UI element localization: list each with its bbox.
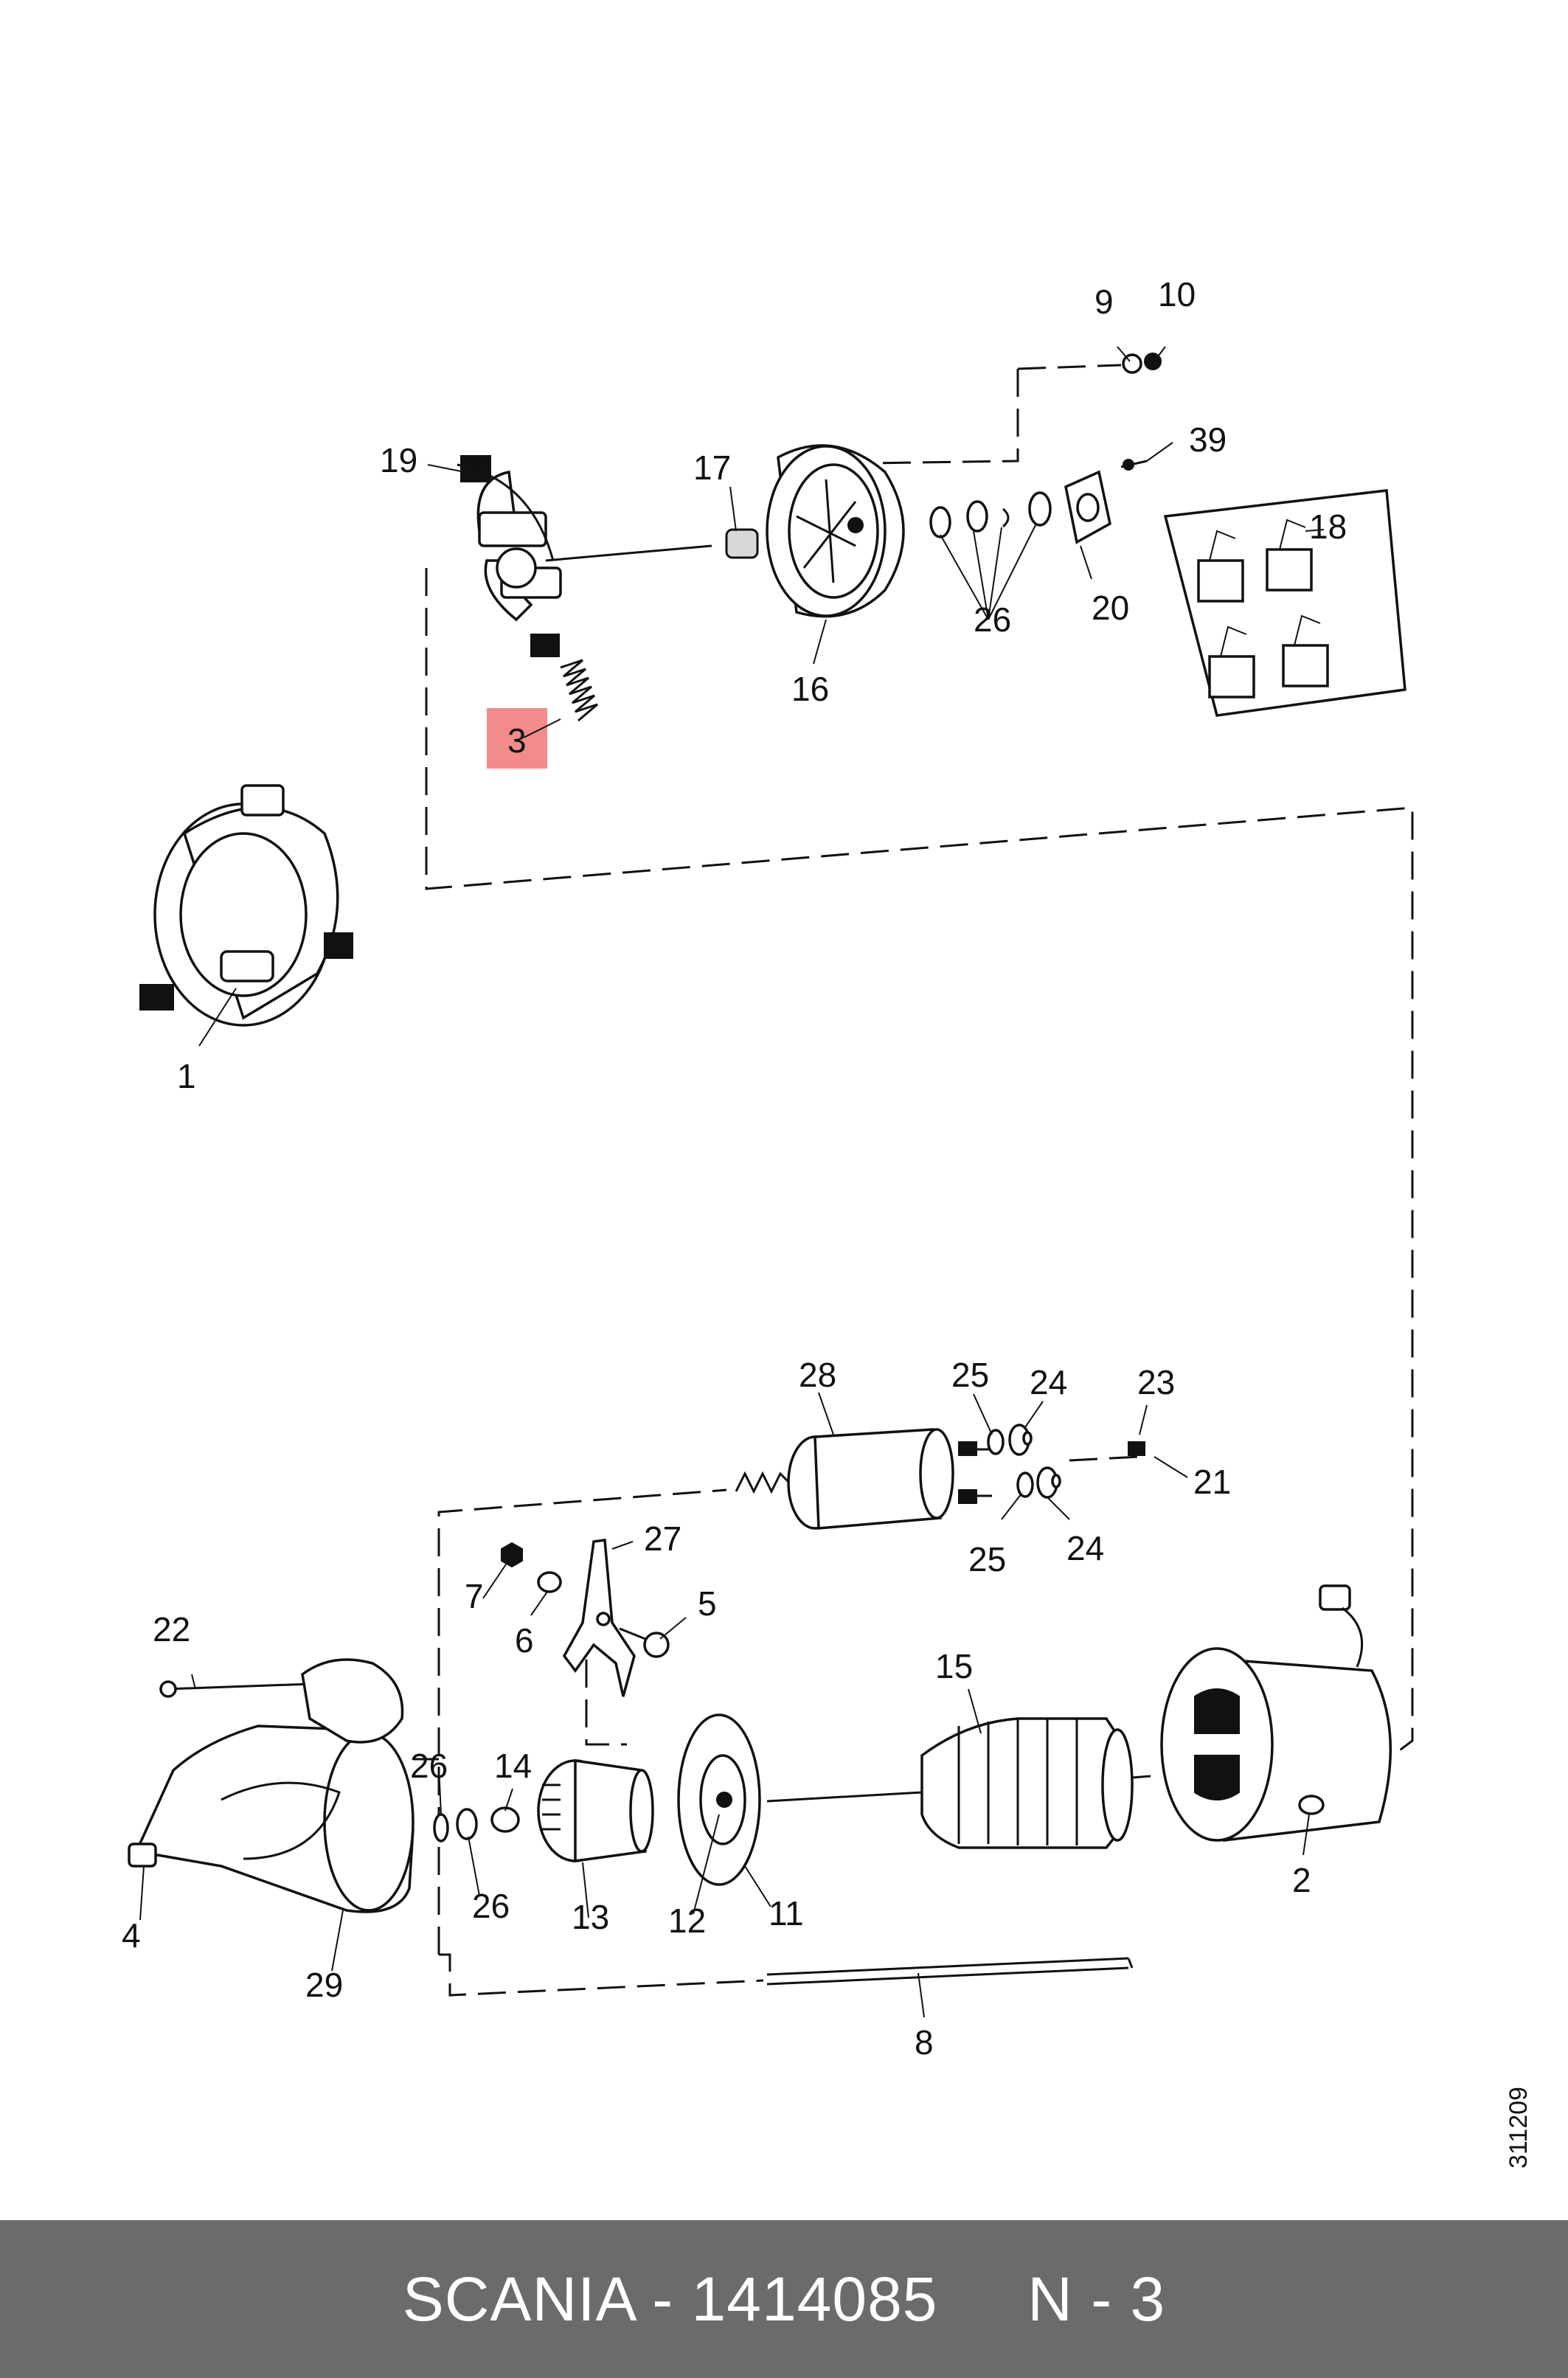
callout-18: 18 <box>1309 507 1347 546</box>
callout-2: 2 <box>1292 1861 1311 1899</box>
callout-25b: 25 <box>968 1540 1006 1578</box>
callout-21: 21 <box>1193 1463 1231 1501</box>
callout-7: 7 <box>465 1577 484 1615</box>
assembly-guide-lines <box>413 364 1414 1997</box>
callout-17: 17 <box>693 448 731 487</box>
solenoid-switch <box>735 1428 992 1530</box>
leader-lines <box>139 346 1325 2018</box>
pinion-drive <box>537 1758 654 1863</box>
brush-holder-assembly <box>139 784 353 1027</box>
callout-11: 11 <box>769 1894 804 1932</box>
washers-set <box>929 491 1052 538</box>
callout-22: 22 <box>153 1610 190 1649</box>
callout-12: 12 <box>668 1902 706 1940</box>
callout-8: 8 <box>915 2023 934 2062</box>
footer-bar: SCANIA - 1414085 N - 3 <box>0 2220 1568 2378</box>
spacer-washers <box>433 1806 520 1843</box>
intermediate-bearing <box>677 1713 761 1886</box>
callout-29: 29 <box>305 1966 343 2004</box>
brush-spring <box>560 659 598 722</box>
highlight-box <box>487 708 547 769</box>
callout-28: 28 <box>799 1356 836 1394</box>
callout-39: 39 <box>1189 420 1227 459</box>
callout-9: 9 <box>1095 282 1114 321</box>
callout-5: 5 <box>698 1584 717 1623</box>
nut-and-washer-9-10 <box>1122 353 1162 374</box>
exploded-parts-diagram: 1 2 3 4 5 6 7 8 9 10 11 12 13 14 15 16 1… <box>122 275 1414 2062</box>
callout-20: 20 <box>1092 589 1129 627</box>
bushing <box>725 528 759 559</box>
callout-14: 14 <box>494 1747 532 1785</box>
cover-plate <box>1064 470 1111 544</box>
callout-26c: 26 <box>472 1887 510 1925</box>
callout-13: 13 <box>572 1898 609 1936</box>
callout-24b: 24 <box>1066 1529 1104 1567</box>
screw-39 <box>1120 459 1148 471</box>
callout-labels: 1 2 3 4 5 6 7 8 9 10 11 12 13 14 15 16 1… <box>122 275 1347 2062</box>
callout-15: 15 <box>935 1647 973 1685</box>
callout-23: 23 <box>1137 1363 1175 1401</box>
through-bolt-8 <box>766 1957 1134 1986</box>
callout-26b: 26 <box>410 1747 448 1785</box>
terminal-hardware <box>987 1424 1145 1499</box>
callout-1: 1 <box>177 1057 196 1095</box>
callout-16: 16 <box>791 670 829 708</box>
drawing-number: 311209 <box>1505 2087 1533 2169</box>
drive-end-housing <box>128 1658 414 1913</box>
pole-housing <box>1160 1584 1392 1842</box>
part-reference-text: SCANIA - 1414085 N - 3 <box>402 2264 1166 2334</box>
callout-6: 6 <box>515 1621 534 1660</box>
callout-4: 4 <box>122 1916 141 1955</box>
callout-27: 27 <box>644 1519 681 1558</box>
brush-holder-plate <box>457 455 712 657</box>
armature <box>766 1717 1151 1849</box>
callout-26a: 26 <box>974 600 1011 639</box>
callout-25a: 25 <box>951 1356 989 1394</box>
engagement-lever <box>562 1539 636 1697</box>
lever-hardware <box>501 1542 670 1658</box>
callout-19: 19 <box>380 441 417 479</box>
callout-24a: 24 <box>1030 1363 1067 1401</box>
commutator-end-shield <box>766 444 905 618</box>
callout-3: 3 <box>507 721 527 760</box>
callout-10: 10 <box>1158 275 1196 313</box>
brush-kit-card <box>1163 489 1406 717</box>
